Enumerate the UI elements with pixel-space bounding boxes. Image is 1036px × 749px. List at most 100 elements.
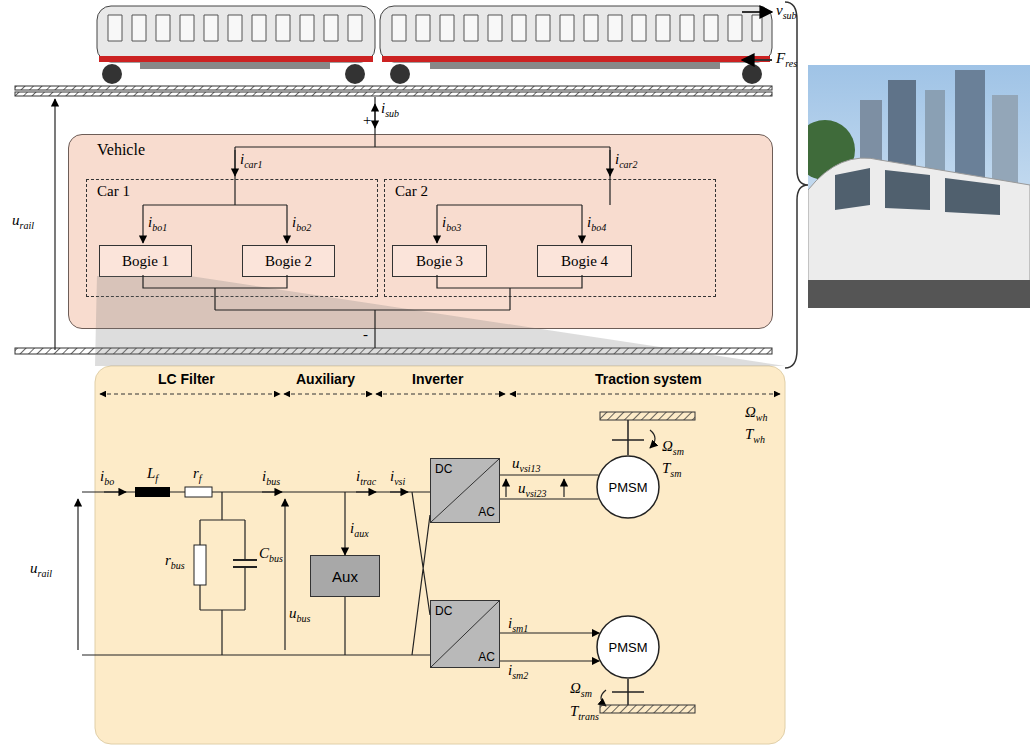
signal-label: Twh — [745, 426, 765, 443]
train-underframe — [430, 62, 720, 69]
current-arrow — [142, 205, 143, 243]
signal-label: Ωwh — [745, 404, 768, 421]
subscript: bus — [171, 560, 185, 571]
subscript: rail — [38, 568, 52, 579]
subscript: trans — [578, 711, 599, 722]
bus-wire — [82, 492, 430, 655]
force-arrow — [742, 59, 772, 61]
current-arrow — [436, 205, 437, 243]
filter-wire — [200, 492, 245, 655]
node-text: Bogie 2 — [265, 253, 312, 270]
section-header: Traction system — [595, 371, 702, 388]
signal-label: rbus — [165, 552, 185, 569]
train-wheel — [102, 64, 122, 84]
train-wheel — [390, 64, 410, 84]
phase-wire — [500, 498, 598, 499]
subscript: bus — [266, 476, 280, 487]
current-arrow — [390, 491, 408, 492]
diagonal-line — [431, 601, 499, 667]
resistor-symbol — [194, 545, 206, 585]
wheel-gear — [600, 412, 695, 420]
current-arrow — [581, 205, 582, 243]
subscript: vsi23 — [526, 488, 547, 499]
signal-label: icar1 — [240, 151, 263, 168]
bogie-box: Bogie 3 — [392, 245, 487, 277]
car-box: Car 2 Bogie 3 Bogie 4 — [384, 179, 716, 297]
subscript: car1 — [244, 159, 262, 170]
node-text: Vehicle — [97, 141, 145, 159]
subscript: rail — [20, 220, 34, 231]
section-span-arrow — [510, 394, 780, 395]
motor-circle: PMSM — [596, 615, 660, 679]
subscript: res — [785, 58, 797, 69]
signal-label: ibus — [262, 468, 280, 485]
signal-label: vsub — [776, 2, 797, 19]
photo-track — [808, 280, 1030, 308]
node-text: Car 2 — [395, 183, 428, 200]
node-text: Bogie 4 — [561, 253, 608, 270]
subscript: bo1 — [152, 222, 167, 233]
phase-wire — [500, 632, 599, 633]
current-arrow — [374, 104, 375, 128]
node-text: DC — [435, 462, 452, 476]
current-arrow — [286, 205, 287, 243]
train-car-body — [380, 6, 772, 62]
signal-label: Ωsm — [570, 680, 592, 697]
node-text: Bogie 3 — [416, 253, 463, 270]
inductor-symbol — [135, 487, 170, 497]
subscript: sm — [581, 688, 592, 699]
wheel-gear — [600, 705, 695, 713]
inverter-box: DCAC — [430, 600, 500, 668]
current-arrow — [356, 491, 376, 492]
current-arrow — [609, 150, 610, 176]
subscript: vsi13 — [520, 463, 541, 474]
signal-label: Ωsm — [662, 438, 684, 455]
section-header: Auxiliary — [296, 371, 355, 388]
signal-label: Lf — [147, 465, 158, 482]
signal-label: ivsi — [390, 468, 405, 485]
zoom-wedge — [95, 276, 785, 366]
subscript: bo2 — [296, 222, 311, 233]
speed-arrow — [742, 11, 772, 13]
voltage-arrow — [77, 499, 78, 650]
node-text: Car 1 — [97, 183, 130, 200]
vehicle-wiring — [55, 97, 610, 350]
motor-circle-outline — [597, 616, 659, 678]
subscript: sub — [783, 10, 797, 21]
car-box: Car 1Bogie 1Bogie 2 — [86, 179, 378, 297]
subscript: car2 — [619, 159, 637, 170]
rotation-arrow — [601, 690, 606, 706]
current-label: ism1 — [508, 615, 528, 632]
train-windows — [108, 15, 362, 41]
signal-label: urail — [12, 212, 34, 229]
signal-label: ibo2 — [292, 214, 311, 231]
subscript: wh — [753, 434, 765, 445]
subscript: trac — [360, 476, 376, 487]
signal-label: ibo1 — [148, 214, 167, 231]
signal-label: Tsm — [662, 460, 681, 477]
signal-label: uvsi23 — [518, 480, 547, 497]
capacitor-symbol — [233, 560, 257, 567]
train-stripe — [99, 56, 373, 62]
subscript: f — [155, 473, 158, 484]
detail-panel — [95, 366, 785, 744]
signal-label: itrac — [356, 468, 376, 485]
rail — [15, 86, 772, 90]
node-text: PMSM — [609, 640, 648, 655]
supply-wire — [143, 97, 610, 205]
subscript: bo3 — [446, 222, 461, 233]
return-wire — [143, 275, 582, 348]
curly-bracket — [785, 2, 808, 368]
train-car-body — [97, 6, 375, 62]
signal-label: ubus — [289, 605, 310, 622]
subscript: bo4 — [591, 222, 606, 233]
signal-label: ibo3 — [442, 214, 461, 231]
node-text: DC — [435, 604, 452, 618]
train-wheel — [345, 64, 365, 84]
signal-label: Fres — [776, 50, 797, 67]
train-underframe — [140, 62, 330, 69]
section-span-arrow — [376, 394, 505, 395]
aux-wire — [344, 492, 345, 555]
